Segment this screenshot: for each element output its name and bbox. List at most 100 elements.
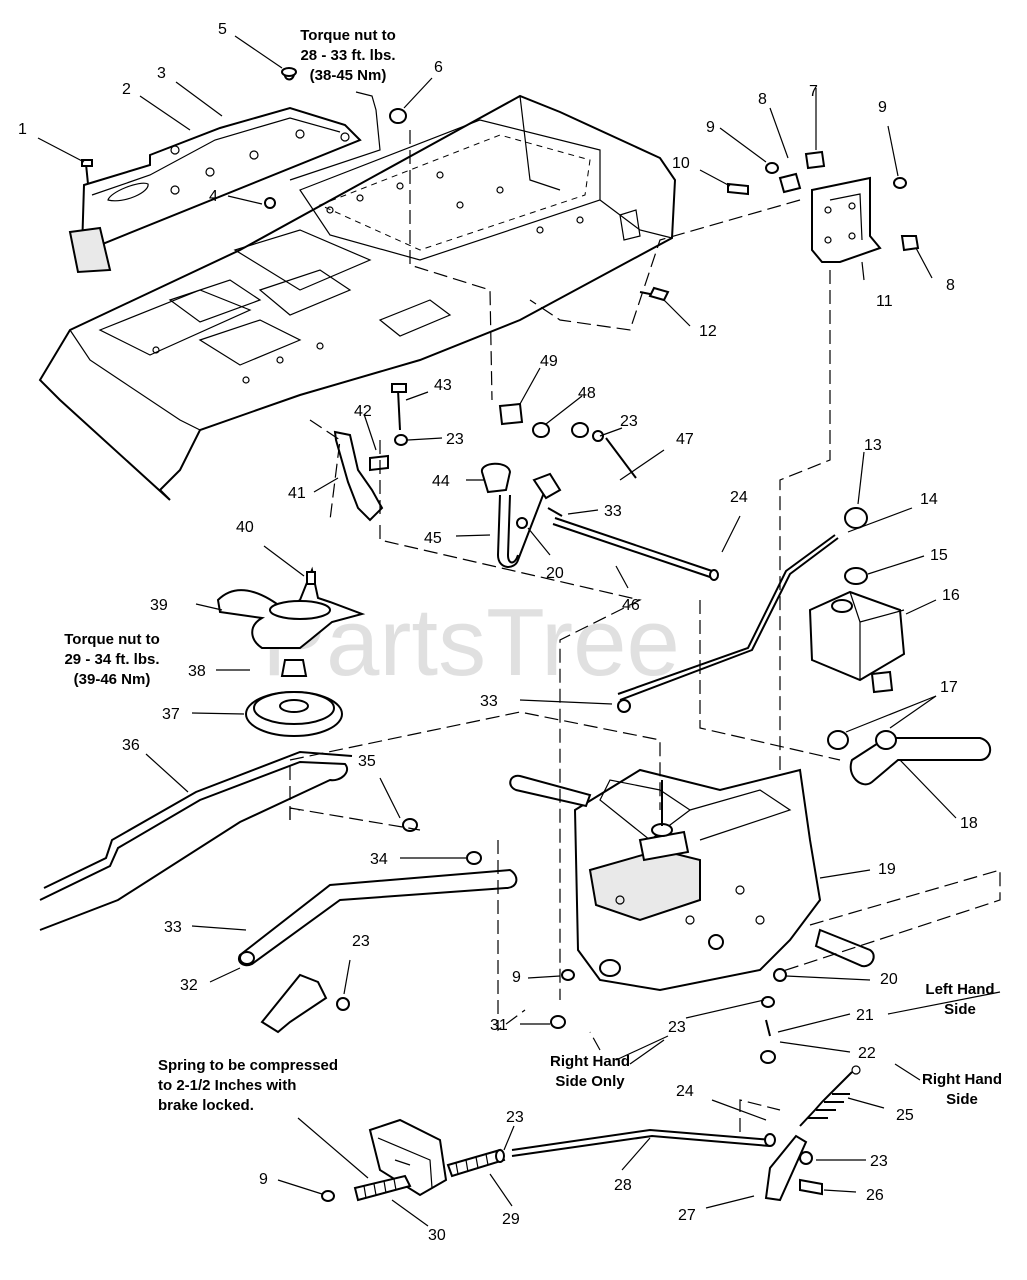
callout-18: 18 xyxy=(960,815,978,832)
callout-2: 2 xyxy=(122,81,131,98)
callout-36: 36 xyxy=(122,737,140,754)
note-line: 28 - 33 ft. lbs. xyxy=(300,47,395,64)
callout-31: 31 xyxy=(490,1017,508,1034)
callout-49: 49 xyxy=(540,353,558,370)
callout-9: 9 xyxy=(878,99,887,116)
callout-numbers: 1 2 3 4 5 6 7 8 8 9 9 9 9 10 11 12 13 14… xyxy=(18,21,978,1244)
part-spring-30 xyxy=(353,1174,412,1202)
note-line: Torque nut to xyxy=(64,631,160,648)
note-line: Right Hand xyxy=(550,1053,630,1070)
callout-9: 9 xyxy=(259,1171,268,1188)
callout-24: 24 xyxy=(676,1083,694,1100)
part-transaxle-19 xyxy=(509,768,875,992)
callout-33: 33 xyxy=(604,503,622,520)
callout-23: 23 xyxy=(620,413,638,430)
callout-43: 43 xyxy=(434,377,452,394)
callout-8: 8 xyxy=(758,91,767,108)
part-brake-handle xyxy=(481,402,637,568)
part-bracket-41 xyxy=(333,383,408,522)
part-rod-46 xyxy=(547,507,719,581)
note-right-hand: Right Hand Side xyxy=(922,1071,1002,1108)
callout-17: 17 xyxy=(940,679,958,696)
callout-12: 12 xyxy=(699,323,717,340)
part-bracket-11 xyxy=(727,150,920,263)
part-fan-39 xyxy=(216,566,366,649)
callout-15: 15 xyxy=(930,547,948,564)
callout-9: 9 xyxy=(706,119,715,136)
callout-25: 25 xyxy=(896,1107,914,1124)
part-pulley-37 xyxy=(245,659,343,737)
callout-14: 14 xyxy=(920,491,938,508)
callout-19: 19 xyxy=(878,861,896,878)
part-belt-36 xyxy=(39,750,353,931)
note-line: 29 - 34 ft. lbs. xyxy=(64,651,159,668)
note-torque-top: Torque nut to 28 - 33 ft. lbs. (38-45 Nm… xyxy=(300,27,396,84)
callout-20: 20 xyxy=(880,971,898,988)
callout-10: 10 xyxy=(672,155,690,172)
callout-6: 6 xyxy=(434,59,443,76)
part-hose-18 xyxy=(827,730,992,786)
part-rod-14 xyxy=(617,534,839,713)
note-line: brake locked. xyxy=(158,1097,254,1114)
callout-1: 1 xyxy=(18,121,27,138)
callout-8: 8 xyxy=(946,277,955,294)
callout-30: 30 xyxy=(428,1227,446,1244)
callout-46: 46 xyxy=(622,597,640,614)
callout-5: 5 xyxy=(218,21,227,38)
note-line: Torque nut to xyxy=(300,27,396,44)
callout-9: 9 xyxy=(512,969,521,986)
part-cap-15 xyxy=(844,567,868,585)
callout-35: 35 xyxy=(358,753,376,770)
hardware-lower-right xyxy=(550,968,787,1064)
callout-34: 34 xyxy=(370,851,388,868)
callout-21: 21 xyxy=(856,1007,874,1024)
note-spring: Spring to be compressed to 2-1/2 Inches … xyxy=(158,1057,338,1114)
note-line: Right Hand xyxy=(922,1071,1002,1088)
part-nut-9-lower xyxy=(321,1190,335,1202)
callout-20: 20 xyxy=(546,565,564,582)
callout-38: 38 xyxy=(188,663,206,680)
callout-37: 37 xyxy=(162,706,180,723)
note-torque-fan: Torque nut to 29 - 34 ft. lbs. (39-46 Nm… xyxy=(64,631,160,688)
note-right-hand-only: Right Hand Side Only xyxy=(550,1053,630,1090)
callout-29: 29 xyxy=(502,1211,520,1228)
callout-23: 23 xyxy=(352,933,370,950)
callout-48: 48 xyxy=(578,385,596,402)
part-rod-28 xyxy=(511,1128,823,1202)
note-line: Side xyxy=(944,1001,976,1018)
note-line: (38-45 Nm) xyxy=(310,67,387,84)
callout-47: 47 xyxy=(676,431,694,448)
callout-40: 40 xyxy=(236,519,254,536)
note-line: (39-46 Nm) xyxy=(74,671,151,688)
callout-11: 11 xyxy=(876,293,893,310)
callout-23: 23 xyxy=(446,431,464,448)
callout-45: 45 xyxy=(424,530,442,547)
note-left-hand: Left Hand Side xyxy=(925,981,994,1018)
note-line: Spring to be compressed xyxy=(158,1057,338,1074)
leader-lines xyxy=(37,35,1001,1227)
callout-33: 33 xyxy=(480,693,498,710)
callout-39: 39 xyxy=(150,597,168,614)
callout-41: 41 xyxy=(288,485,306,502)
callout-22: 22 xyxy=(858,1045,876,1062)
part-arm-32 xyxy=(238,818,518,1034)
callout-7: 7 xyxy=(809,83,818,100)
callout-33: 33 xyxy=(164,919,182,936)
callout-28: 28 xyxy=(614,1177,632,1194)
callout-23: 23 xyxy=(668,1019,686,1036)
frame xyxy=(38,94,677,501)
note-line: Left Hand xyxy=(925,981,994,998)
note-line: Side Only xyxy=(555,1073,625,1090)
callout-42: 42 xyxy=(354,403,372,420)
part-tank-16 xyxy=(808,590,906,694)
callout-44: 44 xyxy=(432,473,450,490)
dashed-guides xyxy=(289,130,1001,1132)
callout-13: 13 xyxy=(864,437,882,454)
part-bushing-13 xyxy=(844,507,868,529)
callout-24: 24 xyxy=(730,489,748,506)
part-bracket-lower xyxy=(368,1118,448,1197)
callout-16: 16 xyxy=(942,587,960,604)
part-spring-25 xyxy=(799,1065,861,1127)
callout-23: 23 xyxy=(506,1109,524,1126)
